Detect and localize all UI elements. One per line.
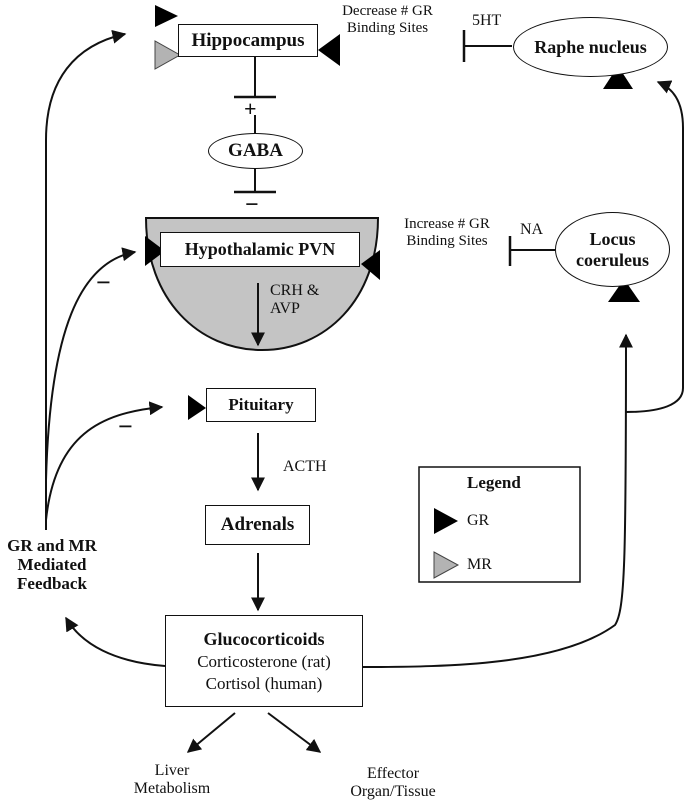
legend-mr-swatch: [433, 551, 460, 579]
feedback-to-pituitary: [45, 401, 164, 521]
gaba-minus-sign: −: [245, 192, 259, 218]
locus-gr-triangle: [608, 279, 640, 302]
feedback-to-hippocampus: [45, 29, 127, 530]
acth-label: ACTH: [283, 458, 327, 475]
legend-box: [418, 466, 581, 583]
glucocorticoids-title: Glucocorticoids: [203, 628, 325, 649]
legend-mr-label: MR: [467, 556, 492, 573]
pvn-node: Hypothalamic PVN: [160, 232, 360, 267]
hippo-right-gr-triangle: [318, 34, 340, 66]
adrenals-node: Adrenals: [205, 505, 310, 545]
liver-metabolism-label: Liver Metabolism: [133, 762, 211, 797]
glucocorticoids-node: Glucocorticoids Corticosterone (rat) Cor…: [165, 615, 363, 707]
locus-coeruleus-node: Locus coeruleus: [555, 212, 670, 287]
feedback-to-pvn: [45, 247, 137, 481]
hippo-mr-triangle: [154, 40, 182, 70]
pituitary-node: Pituitary: [206, 388, 316, 422]
feedback-label: GR and MR Mediated Feedback: [7, 536, 97, 594]
locus-coeruleus-label: Locus coeruleus: [576, 228, 649, 270]
legend-gr-swatch: [434, 508, 458, 534]
effector-arrow: [267, 712, 322, 753]
legend-title: Legend: [467, 473, 521, 492]
pvn-right-gr-triangle: [361, 250, 380, 280]
pvn-left-gr-triangle: [145, 236, 165, 266]
pituitary-gr-triangle: [188, 395, 206, 420]
cortisol-label: Cortisol (human): [205, 673, 323, 693]
increase-gr-label: Increase # GR Binding Sites: [404, 216, 490, 249]
5ht-label: 5HT: [472, 12, 502, 29]
pituitary-feedback-minus-sign: −: [118, 412, 133, 441]
effector-label: Effector Organ/Tissue: [350, 765, 436, 800]
na-label: NA: [520, 221, 544, 238]
raphe-gr-triangle: [603, 66, 633, 89]
corticosterone-label: Corticosterone (rat): [197, 651, 331, 671]
hippocampus-node: Hippocampus: [178, 24, 318, 57]
decrease-gr-label: Decrease # GR Binding Sites: [342, 3, 433, 36]
plus-sign: +: [244, 96, 257, 121]
raphe-nucleus-node: Raphe nucleus: [513, 17, 668, 77]
hippo-gr-triangle: [155, 5, 178, 27]
pvn-feedback-minus-sign: −: [96, 268, 111, 297]
gluco-to-raphe: [625, 80, 684, 413]
gluco-to-locus: [362, 333, 633, 668]
legend-gr-label: GR: [467, 512, 490, 529]
gluco-feedback-arrow: [65, 616, 166, 667]
gaba-node: GABA: [208, 133, 303, 169]
crh-avp-label: CRH & AVP: [270, 282, 320, 317]
liver-arrow: [186, 712, 236, 753]
